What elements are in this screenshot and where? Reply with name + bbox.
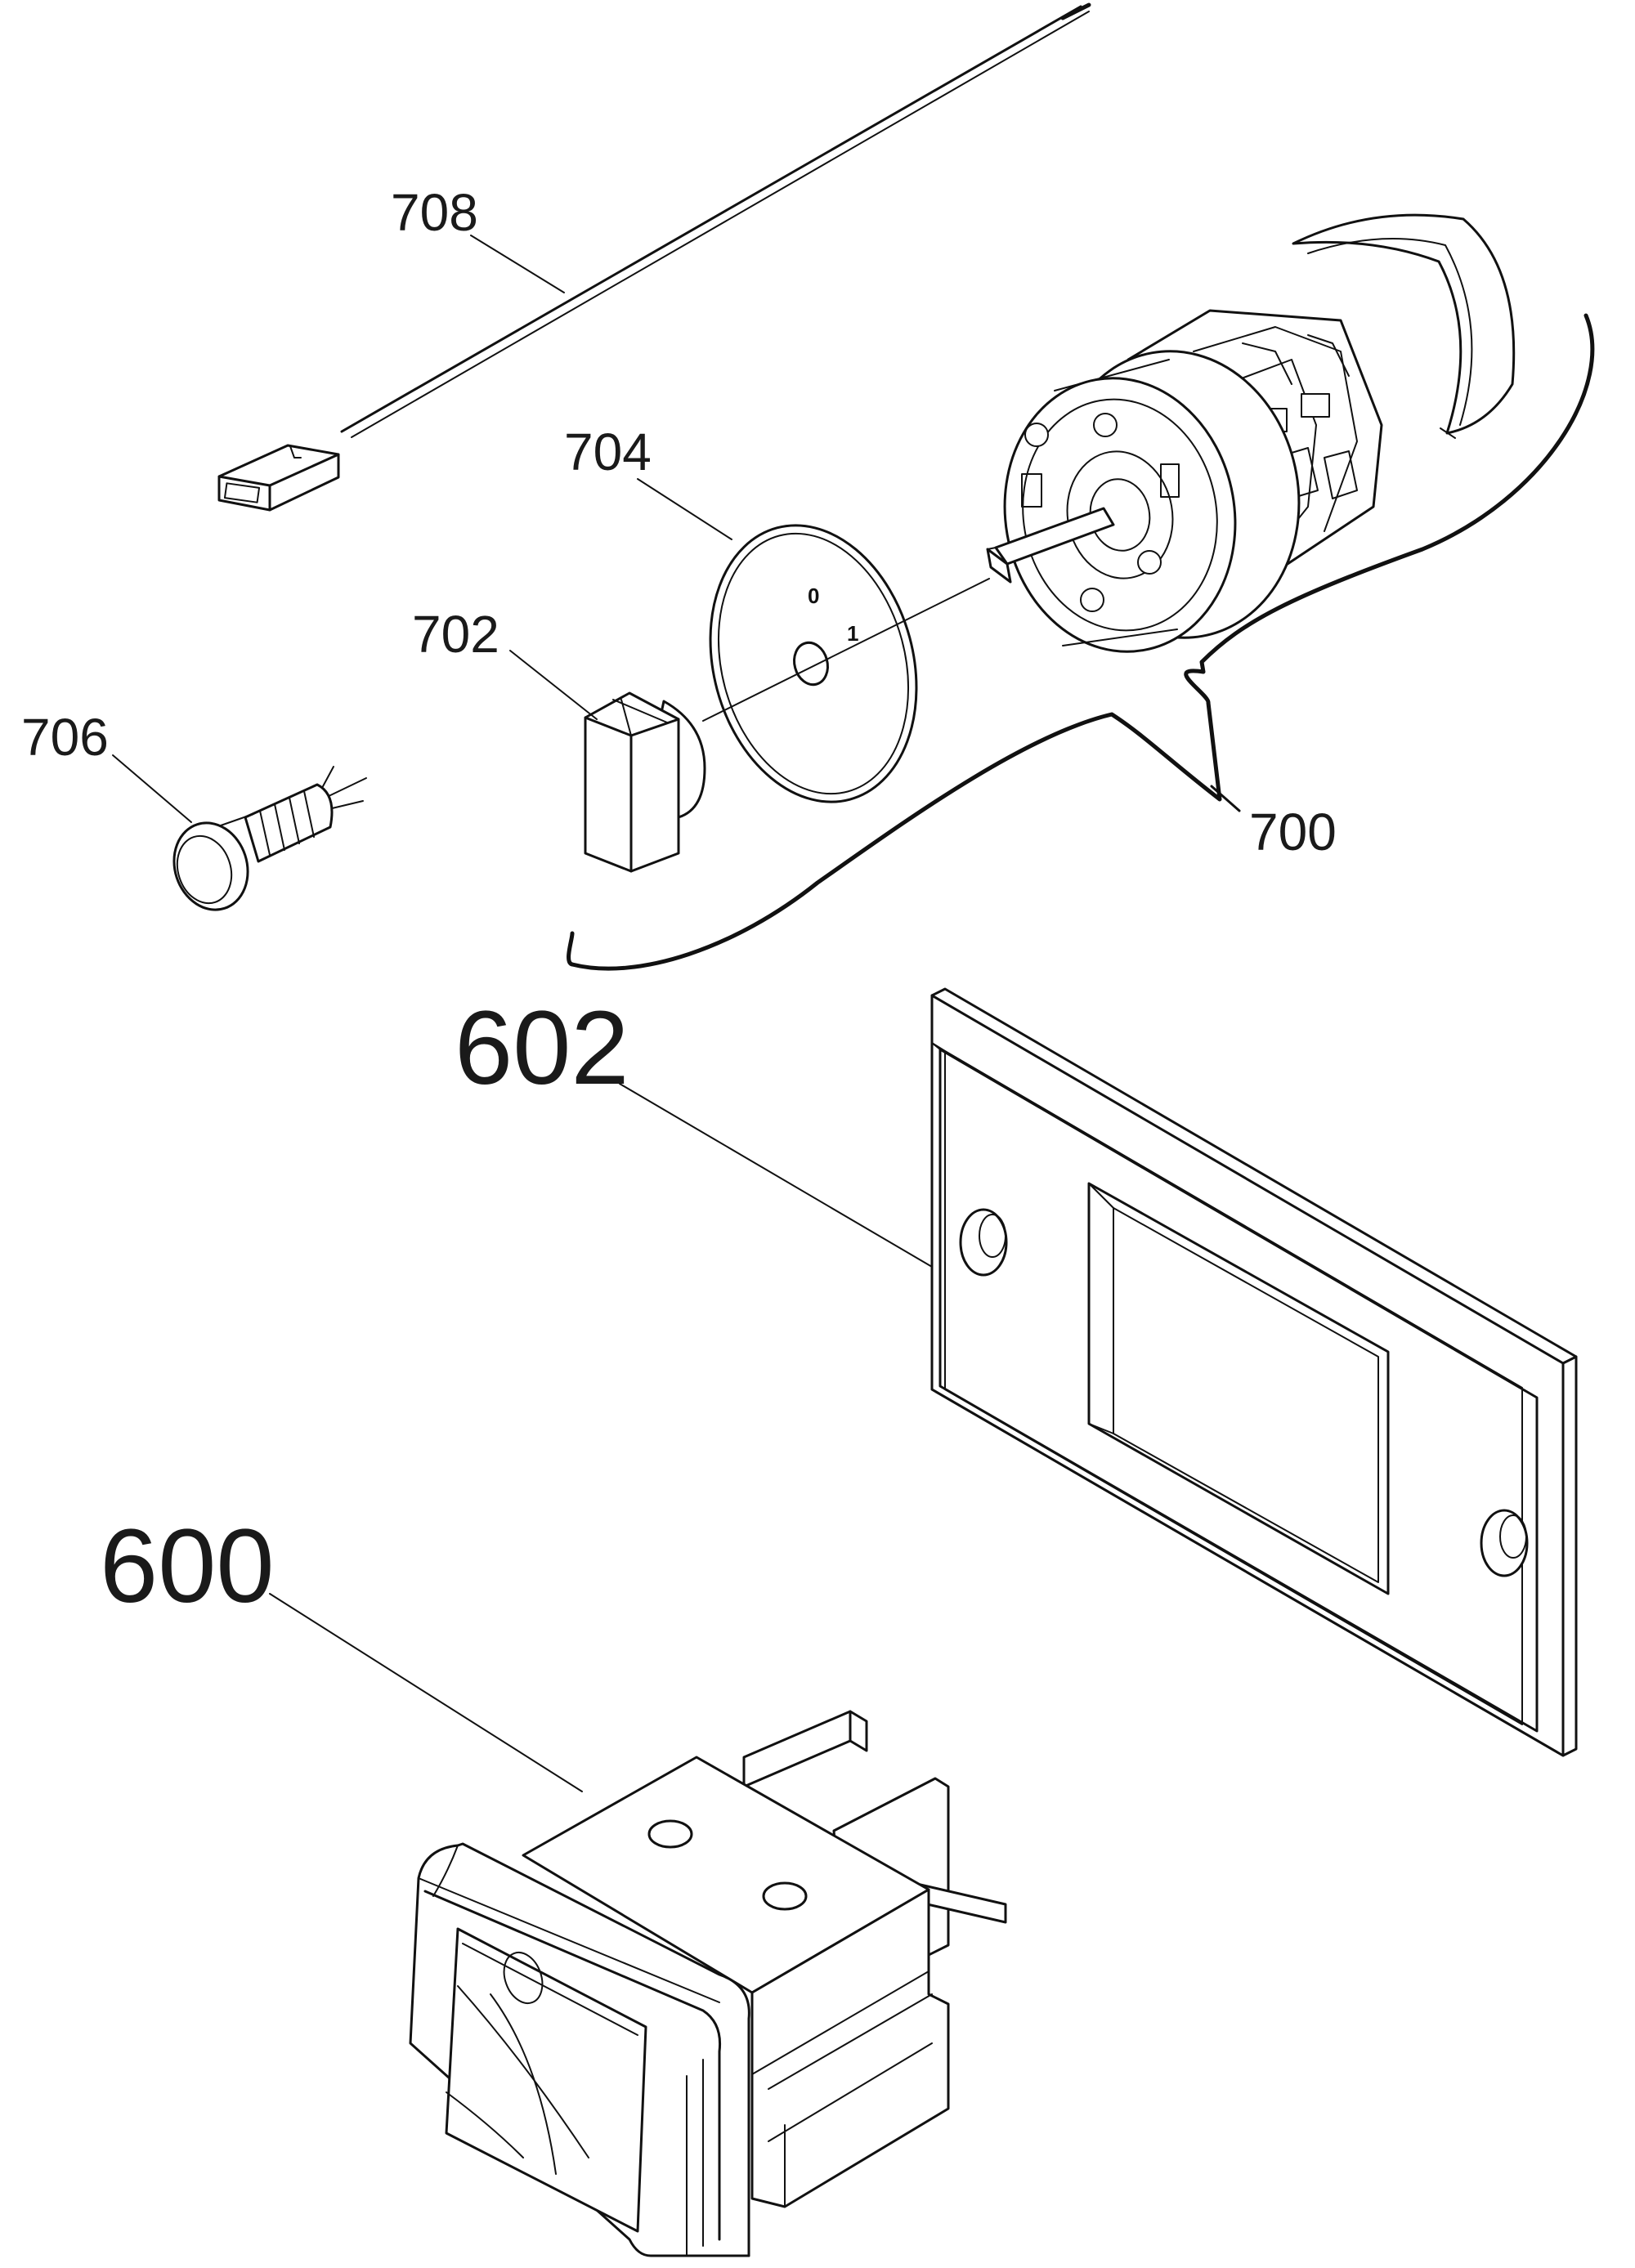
leader-704	[637, 478, 732, 540]
callout-602: 602	[455, 990, 629, 1107]
indicator-lamp-706	[172, 766, 367, 911]
leader-702	[509, 650, 598, 720]
assembly-outline-700	[567, 313, 1595, 971]
rotary-switch-700	[986, 213, 1516, 653]
leader-600	[269, 1593, 583, 1792]
callout-700: 700	[1249, 803, 1337, 861]
knob-702	[584, 691, 706, 873]
callout-704: 704	[564, 423, 652, 481]
leader-700	[1210, 785, 1241, 812]
callout-706: 706	[21, 708, 109, 767]
dial-plate-704: 0 1	[709, 524, 918, 803]
wire-connector-708	[217, 2, 1091, 512]
leader-602	[619, 1083, 933, 1268]
dial-mark-on: 1	[847, 621, 858, 646]
dial-mark-off: 0	[808, 584, 819, 608]
callout-600: 600	[100, 1508, 275, 1625]
leader-706	[112, 754, 192, 823]
rocker-switch-600	[409, 1710, 1007, 2257]
switch-bezel-602	[930, 987, 1578, 1757]
leader-708	[470, 235, 565, 293]
callout-708: 708	[391, 183, 478, 242]
callout-702: 702	[412, 605, 499, 664]
assembly-axis	[702, 578, 990, 722]
